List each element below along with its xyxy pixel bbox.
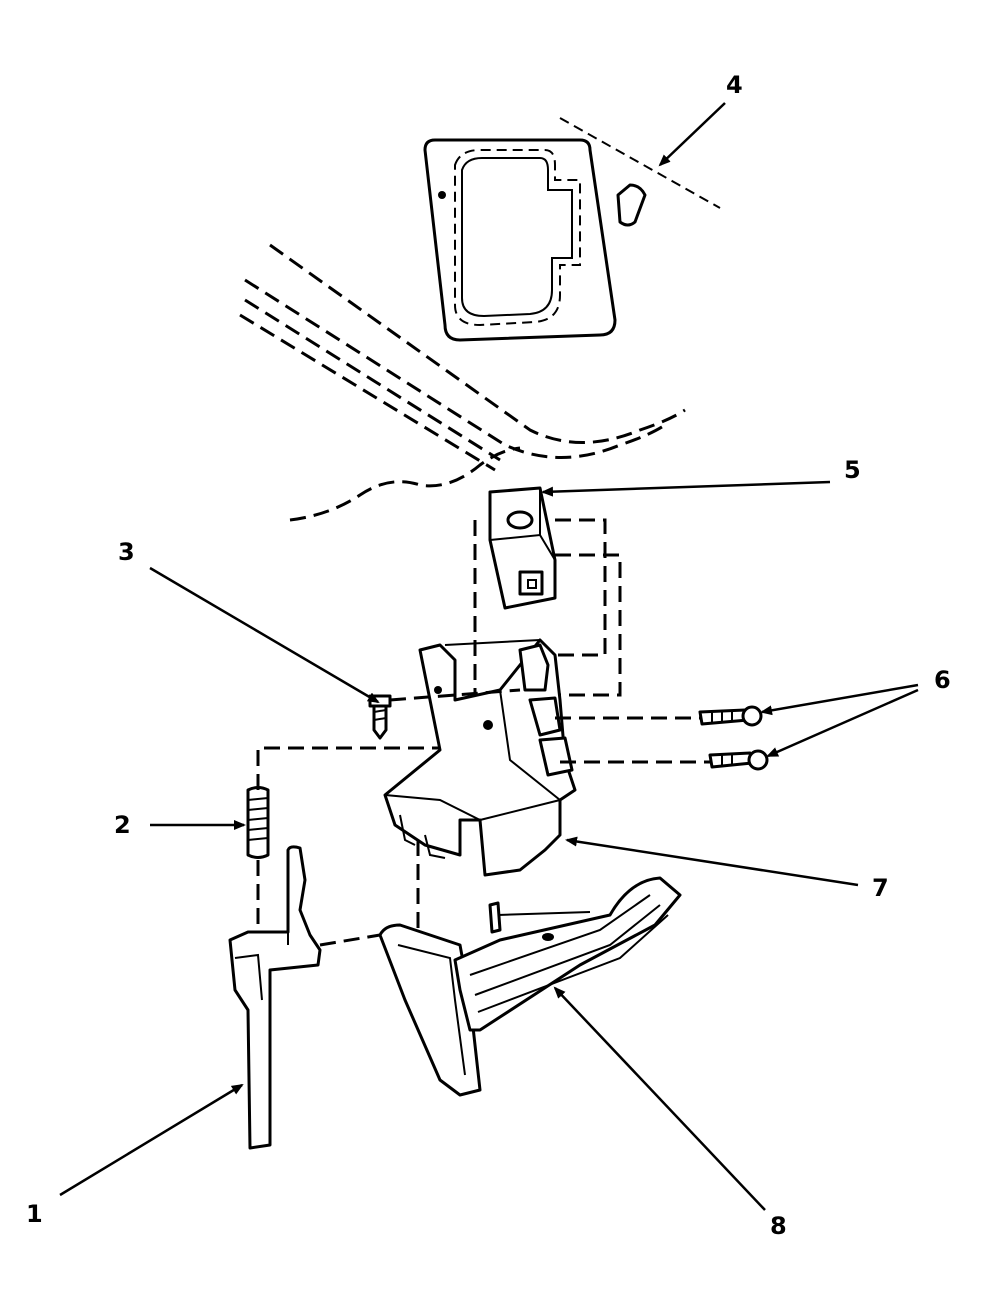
callout-3: 3 — [118, 538, 135, 566]
leader-5 — [541, 480, 831, 497]
callout-1: 1 — [26, 1200, 43, 1228]
part-3-screw — [368, 688, 521, 740]
callout-6: 6 — [934, 666, 951, 694]
leader-3 — [149, 566, 380, 704]
callout-2: 2 — [114, 811, 131, 839]
callout-5: 5 — [844, 456, 861, 484]
leader-6b — [766, 688, 919, 758]
part-2-spring — [246, 746, 440, 930]
part-4-shift-bezel — [423, 117, 721, 342]
part-7-bracket — [383, 638, 577, 877]
floor-panel-outline — [239, 243, 686, 522]
callout-7: 7 — [872, 874, 889, 902]
callout-4: 4 — [726, 71, 743, 99]
part-8-pedal — [378, 840, 682, 1097]
callout-8: 8 — [770, 1212, 787, 1240]
part-5-switch — [473, 486, 622, 700]
leader-7 — [565, 836, 859, 887]
leader-lines — [59, 102, 919, 1211]
leader-1 — [59, 1083, 244, 1197]
leader-4 — [658, 102, 726, 167]
part-6-screws — [555, 705, 769, 771]
leader-8 — [553, 986, 766, 1211]
part-1-lever — [228, 845, 381, 1150]
leader-6a — [760, 683, 919, 716]
callout-labels: 1 2 3 4 5 6 7 8 — [26, 71, 951, 1240]
